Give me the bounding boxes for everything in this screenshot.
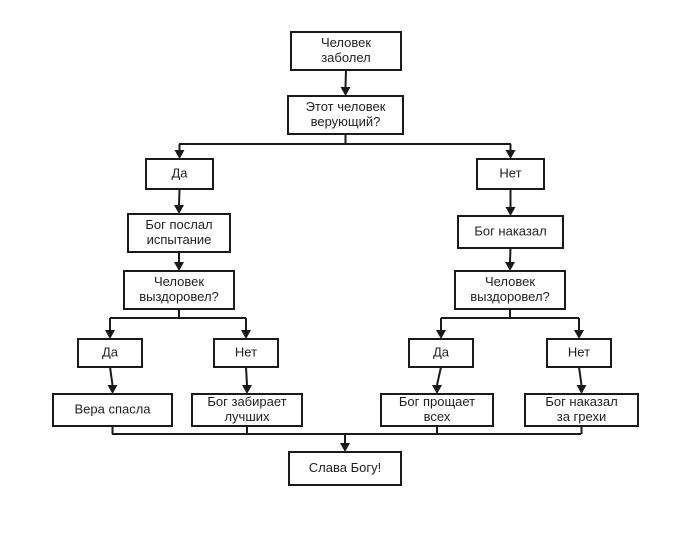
node-label-n2: верующий? xyxy=(311,114,381,129)
node-label-n4: Нет xyxy=(499,165,521,180)
node-box-n2 xyxy=(287,95,404,135)
node-box-n13 xyxy=(52,393,173,427)
edge-merge-to-end-arrow xyxy=(340,443,350,452)
node-box-n11 xyxy=(408,338,474,368)
edge-n11-to-n15 xyxy=(436,366,442,386)
node-label-n9: Да xyxy=(102,344,119,359)
edge-n10-to-n14 xyxy=(245,366,248,386)
edge-n8-to-n12-arrow xyxy=(574,330,584,339)
node-box-n14 xyxy=(191,393,303,427)
edge-n6-to-n8-arrow xyxy=(505,262,515,271)
node-box-n17 xyxy=(288,451,402,486)
node-n17[interactable]: Слава Богу! xyxy=(288,451,402,486)
edge-n1-to-n2 xyxy=(344,69,347,88)
edge-n9-to-n13 xyxy=(109,366,114,386)
node-label-n6: Бог наказал xyxy=(474,223,546,238)
node-label-n5: Бог послал xyxy=(145,217,212,232)
node-label-n11: Да xyxy=(433,344,450,359)
edge-n5-to-n7-arrow xyxy=(174,262,184,271)
edge-n3-to-n5 xyxy=(178,188,181,206)
node-n11[interactable]: Да xyxy=(408,338,474,368)
node-box-n3 xyxy=(145,158,214,190)
node-label-n7: выздоровел? xyxy=(139,289,219,304)
node-n10[interactable]: Нет xyxy=(213,338,279,368)
node-n9[interactable]: Да xyxy=(77,338,143,368)
node-box-n6 xyxy=(457,215,564,249)
edge-n7-to-n9-arrow xyxy=(105,330,115,339)
node-label-n10: Нет xyxy=(235,344,257,359)
edge-n8-to-n11-arrow xyxy=(436,330,446,339)
edge-n2-to-n3-arrow xyxy=(174,150,185,159)
node-label-n1: заболел xyxy=(321,50,371,65)
node-box-n10 xyxy=(213,338,279,368)
node-label-n14: Бог забирает xyxy=(207,394,286,409)
node-box-n12 xyxy=(546,338,612,368)
edge-n2-to-n4-arrow xyxy=(505,150,516,159)
node-box-n7 xyxy=(123,270,235,310)
node-label-n14: лучших xyxy=(224,409,270,424)
edge-n7-to-n10-arrow xyxy=(241,330,251,339)
node-label-n16: за грехи xyxy=(557,409,606,424)
edge-n6-to-n8 xyxy=(509,247,512,263)
node-box-n15 xyxy=(380,393,494,427)
node-n3[interactable]: Да xyxy=(145,158,214,190)
node-label-n15: всех xyxy=(424,409,451,424)
node-label-n1: Человек xyxy=(321,35,371,50)
node-n13[interactable]: Вера спасла xyxy=(52,393,173,427)
node-box-n4 xyxy=(476,158,545,190)
node-label-n13: Вера спасла xyxy=(74,401,151,416)
node-label-n8: выздоровел? xyxy=(470,289,550,304)
edge-n11-to-n15-arrow xyxy=(432,385,442,394)
node-label-n12: Нет xyxy=(568,344,590,359)
edge-n1-to-n2-arrow xyxy=(340,87,351,96)
edge-n10-to-n14-arrow xyxy=(242,385,252,394)
edges-layer xyxy=(105,69,587,452)
node-label-n5: испытание xyxy=(147,232,212,247)
edge-n12-to-n16-arrow xyxy=(576,385,587,394)
node-label-n8: Человек xyxy=(485,274,535,289)
node-label-n3: Да xyxy=(171,165,188,180)
node-box-n9 xyxy=(77,338,143,368)
node-n4[interactable]: Нет xyxy=(476,158,545,190)
node-label-n15: Бог прощает xyxy=(399,394,475,409)
node-box-n16 xyxy=(524,393,639,427)
node-label-n17: Слава Богу! xyxy=(309,460,381,475)
node-label-n16: Бог наказал xyxy=(545,394,617,409)
node-label-n2: Этот человек xyxy=(306,99,386,114)
node-box-n5 xyxy=(127,213,231,253)
edge-n9-to-n13-arrow xyxy=(107,385,118,394)
node-n6[interactable]: Бог наказал xyxy=(457,215,564,249)
node-box-n1 xyxy=(290,31,402,71)
node-label-n7: Человек xyxy=(154,274,204,289)
edge-n4-to-n6-arrow xyxy=(505,207,516,216)
edge-n12-to-n16 xyxy=(578,366,583,386)
node-n12[interactable]: Нет xyxy=(546,338,612,368)
edge-n3-to-n5-arrow xyxy=(174,205,184,214)
node-box-n8 xyxy=(454,270,566,310)
